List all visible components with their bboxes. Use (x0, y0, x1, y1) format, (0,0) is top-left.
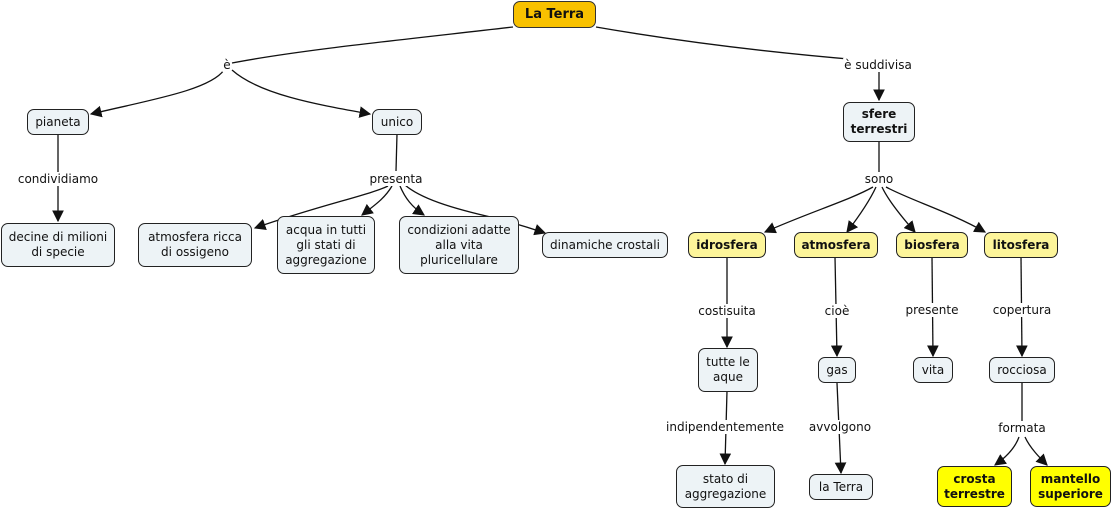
concept-atmosfera-ricca-di-ossigeno[interactable]: atmosfera ricca di ossigeno (138, 223, 252, 267)
link-formata[interactable]: formata (997, 421, 1047, 435)
concept-rocciosa[interactable]: rocciosa (989, 357, 1055, 383)
concept-sfere-terrestri[interactable]: sfere terrestri (843, 102, 915, 142)
link-costisuita[interactable]: costisuita (697, 304, 757, 318)
concept-decine-di-milioni-di-specie[interactable]: decine di milioni di specie (1, 223, 115, 267)
link-e[interactable]: è (222, 58, 232, 72)
concept-idrosfera[interactable]: idrosfera (688, 232, 766, 258)
concept-biosfera[interactable]: biosfera (896, 232, 968, 258)
link-sono[interactable]: sono (863, 172, 895, 186)
link-condividiamo[interactable]: condividiamo (16, 172, 100, 186)
edge-presenta-condizioni (399, 185, 425, 216)
concept-dinamiche-crostali[interactable]: dinamiche crostali (542, 232, 668, 258)
concept-mantello-superiore[interactable]: mantello superiore (1030, 466, 1111, 507)
concept-la-terra-2[interactable]: la Terra (809, 474, 873, 500)
edge-sono-atmosfera (846, 186, 877, 233)
concept-stato-di-aggregazione[interactable]: stato di aggregazione (676, 465, 775, 508)
link-e-suddivisa[interactable]: è suddivisa (843, 58, 913, 72)
edge-sono-biosfera (881, 186, 916, 233)
concept-crosta-terrestre[interactable]: crosta terrestre (937, 466, 1012, 507)
concept-vita[interactable]: vita (913, 357, 953, 383)
edge-presenta-atmosfera (253, 185, 389, 231)
link-presente[interactable]: presente (904, 303, 960, 317)
edge-unico-presenta (395, 133, 398, 172)
link-avvolgono[interactable]: avvolgono (807, 420, 873, 434)
link-copertura[interactable]: copertura (991, 303, 1053, 317)
edge-formata-crosta (994, 436, 1020, 466)
edge-sono-litosfera (885, 186, 987, 233)
concept-gas[interactable]: gas (818, 357, 856, 383)
edge-e-unico (231, 69, 372, 118)
concept-condizioni-adatte[interactable]: condizioni adatte alla vita pluricellula… (399, 216, 519, 274)
edge-e-pianeta (89, 69, 225, 118)
edge-root-e (231, 26, 514, 64)
edge-formata-mantello (1024, 436, 1048, 466)
concept-litosfera[interactable]: litosfera (984, 232, 1058, 258)
link-presenta[interactable]: presenta (368, 172, 424, 186)
link-cioe[interactable]: cioè (823, 304, 851, 318)
concept-atmosfera[interactable]: atmosfera (794, 232, 878, 258)
concept-unico[interactable]: unico (372, 109, 422, 135)
concept-pianeta[interactable]: pianeta (27, 109, 89, 135)
concept-acqua-in-tutti-gli-stati[interactable]: acqua in tutti gli stati di aggregazione (277, 216, 375, 274)
concept-la-terra[interactable]: La Terra (513, 1, 596, 28)
edge-presenta-acqua (361, 185, 393, 216)
edge-sono-idrosfera (763, 186, 874, 234)
link-indipendentemente[interactable]: indipendentemente (665, 420, 785, 434)
edge-root-suddivisa (595, 26, 861, 61)
concept-tutte-le-aque[interactable]: tutte le aque (698, 348, 758, 392)
